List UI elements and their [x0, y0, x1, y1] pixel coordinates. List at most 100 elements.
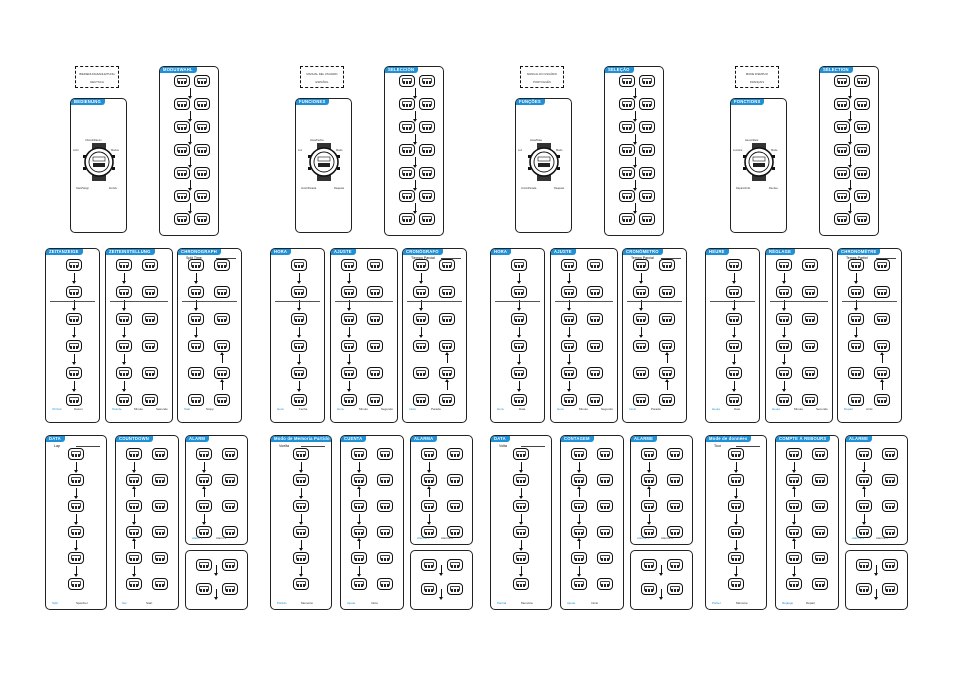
- section-tab: COUNTDOWN: [116, 436, 153, 442]
- caption: Início: [591, 601, 599, 605]
- lcd-screen-icon: [641, 559, 657, 571]
- lcd-screen-icon: [341, 286, 357, 298]
- arrow-down-icon: [639, 300, 643, 311]
- lcd-screen-icon: [667, 559, 683, 571]
- manual-language: DEUTSCH: [90, 80, 104, 84]
- arrow-down-icon: [848, 203, 852, 214]
- arrow-down-icon: [74, 488, 78, 499]
- arrow-down-icon: [577, 462, 581, 473]
- lcd-screen-icon: [633, 313, 649, 325]
- lcd-screen-icon: [587, 259, 603, 271]
- arrow-down-icon: [439, 565, 443, 576]
- lcd-screen-icon: [812, 474, 828, 486]
- arrow-down-icon: [848, 134, 852, 145]
- lcd-screen-icon: [726, 313, 742, 325]
- lcd-screen-icon: [659, 394, 675, 406]
- lcd-screen-icon: [214, 313, 230, 325]
- caption: Uhrzeit: [52, 407, 62, 411]
- lcd-screen-icon: [293, 448, 309, 460]
- arrow-down-icon: [577, 514, 581, 525]
- caption: Arrêt: [866, 407, 873, 411]
- arrow-down-icon: [734, 488, 738, 499]
- arrow-down-icon: [297, 327, 301, 338]
- lcd-screen-icon: [447, 448, 463, 460]
- lcd-screen-icon: [834, 144, 850, 156]
- arrow-down-icon: [782, 273, 786, 284]
- lcd-screen-icon: [834, 167, 850, 179]
- section-tab: ALARME: [631, 436, 658, 442]
- arrow-down-icon: [413, 111, 417, 122]
- lcd-screen-icon: [377, 578, 393, 590]
- manual-title: BIEDIENUNGSANLEITUNG: [79, 72, 115, 76]
- lcd-screen-icon: [726, 286, 742, 298]
- lcd-screen-icon: [367, 286, 383, 298]
- arrow-down-icon: [188, 134, 192, 145]
- lcd-screen-icon: [116, 313, 132, 325]
- arrow-up-icon: [792, 486, 796, 497]
- lcd-screen-icon: [439, 340, 455, 352]
- arrow-down-icon: [792, 514, 796, 525]
- lcd-screen-icon: [848, 340, 864, 352]
- section-tab: COMPTE À REBOURS: [776, 436, 831, 442]
- arrow-down-icon: [782, 300, 786, 311]
- lcd-screen-icon: [854, 75, 870, 87]
- lcd-screen-icon: [834, 190, 850, 202]
- caption: Alarme 2: [876, 536, 889, 540]
- lcd-screen-icon: [728, 578, 744, 590]
- lcd-screen-icon: [619, 190, 635, 202]
- caption: Alarm 1: [192, 536, 203, 540]
- lcd-screen-icon: [413, 340, 429, 352]
- arrow-down-icon: [782, 381, 786, 392]
- lcd-screen-icon: [421, 526, 437, 538]
- caption: Mémoire: [736, 601, 748, 605]
- lcd-screen-icon: [351, 552, 367, 564]
- arrow-down-icon: [72, 381, 76, 392]
- lcd-screen-icon: [802, 286, 818, 298]
- lcd-screen-icon: [126, 500, 142, 512]
- lcd-screen-icon: [513, 578, 529, 590]
- lcd-screen-icon: [513, 474, 529, 486]
- arrow-down-icon: [567, 381, 571, 392]
- arrow-up-icon: [792, 538, 796, 549]
- arrow-down-icon: [439, 589, 443, 600]
- lcd-screen-icon: [874, 394, 890, 406]
- lcd-screen-icon: [126, 448, 142, 460]
- lcd-screen-icon: [802, 340, 818, 352]
- watch-button-label: Inicio/Parada: [301, 187, 317, 190]
- arrow-down-icon: [874, 589, 878, 600]
- lcd-screen-icon: [174, 213, 190, 225]
- arrow-down-icon: [188, 180, 192, 191]
- lcd-screen-icon: [619, 213, 635, 225]
- caption: Parada: [431, 407, 441, 411]
- lcd-screen-icon: [511, 367, 527, 379]
- lcd-screen-icon: [413, 259, 429, 271]
- manual-language: FRANÇAIS: [749, 80, 765, 84]
- lcd-screen-icon: [619, 144, 635, 156]
- lcd-screen-icon: [142, 313, 158, 325]
- divider: [110, 301, 168, 302]
- lcd-screen-icon: [633, 340, 649, 352]
- lcd-screen-icon: [834, 213, 850, 225]
- lcd-screen-icon: [597, 474, 613, 486]
- section-tab: ZEITANZEIGE: [46, 249, 83, 255]
- lcd-screen-icon: [291, 259, 307, 271]
- lcd-screen-icon: [194, 121, 210, 133]
- lcd-screen-icon: [68, 500, 84, 512]
- caption: Set: [122, 601, 127, 605]
- arrow-down-icon: [202, 514, 206, 525]
- arrow-down-icon: [732, 327, 736, 338]
- caption: Hora: [497, 407, 504, 411]
- lcd-screen-icon: [142, 259, 158, 271]
- lcd-screen-icon: [351, 578, 367, 590]
- caption: Inicio: [409, 407, 417, 411]
- lcd-screen-icon: [447, 500, 463, 512]
- lcd-screen-icon: [291, 286, 307, 298]
- divider: [842, 301, 897, 302]
- arrow-down-icon: [122, 354, 126, 365]
- arrow-down-icon: [732, 381, 736, 392]
- lcd-screen-icon: [116, 259, 132, 271]
- lcd-screen-icon: [214, 394, 230, 406]
